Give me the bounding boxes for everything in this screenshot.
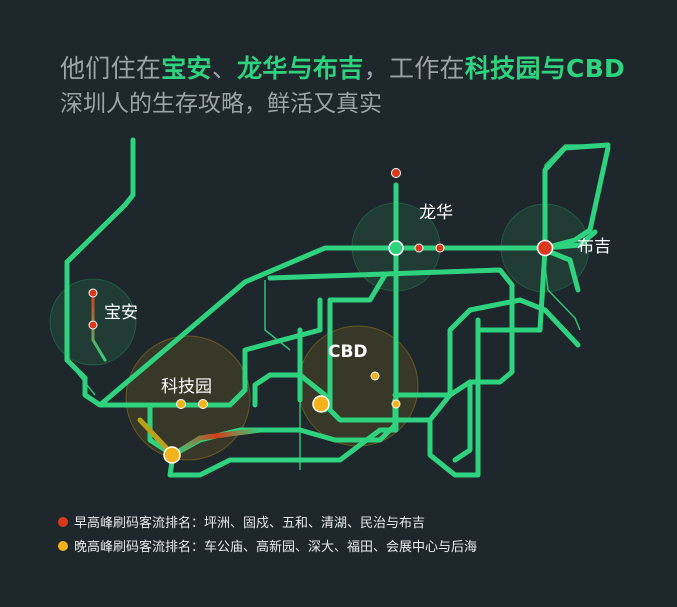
headline-highlight-longhua-buji: 龙华与布吉 <box>237 54 364 83</box>
station-marker-cbd <box>312 395 330 413</box>
station-marker-cbd-north <box>370 371 380 381</box>
morning-segment-south <box>170 427 263 458</box>
headline-highlight-baoan: 宝安 <box>161 54 212 83</box>
legend-morning: 早高峰刷码客流排名：坪洲、固戍、五和、清湖、民治与布吉 <box>58 512 425 531</box>
label-buji: 布吉 <box>577 237 611 257</box>
station-marker-cbd-east <box>391 399 401 409</box>
station-marker-longhua-east-2 <box>435 243 445 253</box>
line-c <box>97 245 399 408</box>
headline: 他们住在宝安、龙华与布吉，工作在科技园与CBD <box>60 52 625 86</box>
line-a <box>64 137 136 265</box>
legend-morning-text: 早高峰刷码客流排名：坪洲、固戍、五和、清湖、民治与布吉 <box>74 516 426 531</box>
station-marker-longhua <box>388 240 404 256</box>
station-marker-longhua-east-1 <box>414 243 424 253</box>
thick-lines <box>64 137 611 478</box>
legend-morning-dot <box>58 516 68 527</box>
line-e <box>542 145 611 251</box>
thin-line-inner <box>264 280 291 351</box>
legend-evening-text: 晚高峰刷码客流排名：车公庙、高新园、深大、福田、会展中心与后海 <box>74 540 478 555</box>
line-p <box>452 379 473 463</box>
station-marker-kejiyuan-south <box>163 446 181 464</box>
headline-highlight-kejiyuan-cbd: 科技园与CBD <box>464 54 626 83</box>
station-marker-baoan-1 <box>88 288 98 298</box>
line-f <box>542 142 611 251</box>
label-cbd: CBD <box>328 342 368 362</box>
line-m <box>147 402 398 478</box>
line-n <box>427 317 481 478</box>
legend-evening-dot <box>58 540 68 551</box>
line-r <box>542 247 581 293</box>
label-baoan: 宝安 <box>104 303 138 323</box>
headline-part-1: 他们住在 <box>60 54 162 83</box>
morning-segment-baoan <box>91 291 107 362</box>
halo-kejiyuan <box>125 335 251 461</box>
station-marker-baoan-2 <box>88 320 98 330</box>
station-marker-kejiyuan-2 <box>198 399 208 409</box>
station-marker-buji <box>536 239 554 257</box>
station-marker-north-top <box>391 168 401 178</box>
station-markers <box>88 168 554 464</box>
subline: 深圳人的生存攻略，鲜活又真实 <box>60 91 382 117</box>
headline-part-3: ，工作在 <box>363 54 465 83</box>
legend-evening: 晚高峰刷码客流排名：车公庙、高新园、深大、福田、会展中心与后海 <box>58 536 477 555</box>
headline-part-2: 、 <box>211 54 238 83</box>
label-longhua: 龙华 <box>419 203 453 223</box>
station-marker-kejiyuan-1 <box>176 399 186 409</box>
label-kejiyuan: 科技园 <box>161 377 212 397</box>
